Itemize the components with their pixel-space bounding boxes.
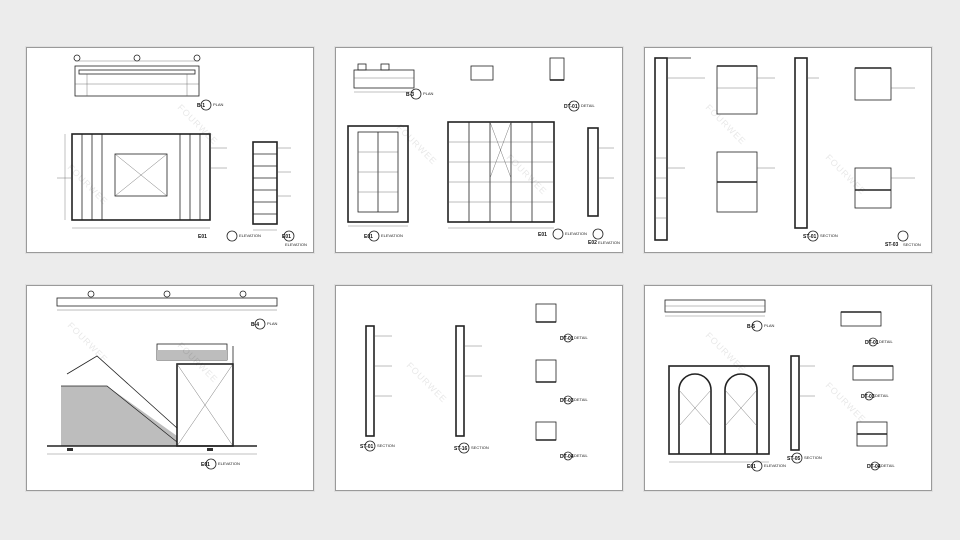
- plan-title: PLAN: [764, 323, 775, 328]
- detail-3-tag: DT-04: [867, 464, 881, 470]
- detail-tag: DT-01: [564, 104, 578, 110]
- side-elevation: [252, 141, 291, 231]
- elevation-1-tag: E01: [364, 234, 373, 240]
- elevation-left: [347, 125, 409, 227]
- detail-view: [470, 57, 565, 81]
- elevation-title: ELEVATION: [239, 233, 261, 238]
- elevation-1-title: ELEVATION: [381, 233, 403, 238]
- elevation-title: ELEVATION: [764, 463, 786, 468]
- watermark: FOURWEE: [66, 320, 110, 364]
- elevation-2-tag: E01: [538, 232, 547, 238]
- sheet-6-drawing: B-5 PLAN E01 ELEVATION ST-05 SECTION DT-…: [664, 299, 895, 472]
- watermark: FOURWEE: [395, 122, 439, 166]
- side-elevation-tag: E01: [282, 234, 291, 240]
- detail-3-title: DETAIL: [881, 463, 895, 468]
- drawing-sheet-4[interactable]: B-4 PLAN E01 ELEVATION FOURWEE FOURWEE: [26, 285, 314, 491]
- plan-view: [664, 299, 766, 317]
- arched-elevation: [668, 365, 770, 463]
- detail-2-tag: DT-03: [861, 394, 875, 400]
- section-title: SECTION: [804, 455, 822, 460]
- detail-1-tag: DT-01: [865, 340, 879, 346]
- sheet-2-drawing: B-3 PLAN DT-01 DETAIL E01 ELEVATION E01 …: [347, 57, 620, 246]
- plan-tag: B-3: [406, 92, 414, 98]
- drawing-sheet-1[interactable]: B-1 PLAN E01 ELEVATION E01 ELEVATION FOU…: [26, 47, 314, 253]
- watermark: FOURWEE: [176, 102, 220, 146]
- plan-view: [73, 54, 201, 97]
- section-1-tag: ST-01: [360, 444, 374, 450]
- detail-3-tag: DT-04: [560, 454, 574, 460]
- elevation-center: [447, 121, 555, 229]
- watermark: FOURWEE: [704, 330, 748, 374]
- section-title: SECTION: [820, 233, 838, 238]
- detail-1-title: DETAIL: [879, 339, 893, 344]
- drawing-sheet-2[interactable]: B-3 PLAN DT-01 DETAIL E01 ELEVATION E01 …: [335, 47, 623, 253]
- elevation-right: [587, 127, 614, 217]
- section-detail-a: [716, 65, 775, 213]
- plan-title: PLAN: [213, 102, 224, 107]
- drawing-sheet-5[interactable]: ST-01 SECTION ST-16 SECTION DT-01 DETAIL…: [335, 285, 623, 491]
- elevation-2-title: ELEVATION: [565, 231, 587, 236]
- watermark: FOURWEE: [824, 152, 868, 196]
- side-elevation-title: ELEVATION: [285, 242, 307, 247]
- elevation-3-title: ELEVATION: [598, 240, 620, 245]
- sheet-1-drawing: B-1 PLAN E01 ELEVATION E01 ELEVATION FOU…: [57, 54, 307, 247]
- elevation-tag: E01: [198, 234, 207, 240]
- detail-1-tag: DT-01: [560, 336, 574, 342]
- section-left: [654, 57, 705, 241]
- detail-2-tag: DT-03: [560, 398, 574, 404]
- section-2-tag: ST-16: [454, 446, 468, 452]
- plan-tag: B-5: [747, 324, 755, 330]
- detail-title: DETAIL: [581, 103, 595, 108]
- plan-tag: B-4: [251, 322, 259, 328]
- plan-tag: B-1: [197, 103, 205, 109]
- elevation-3-tag: E02: [588, 240, 597, 246]
- sheet-5-drawing: ST-01 SECTION ST-16 SECTION DT-01 DETAIL…: [360, 303, 588, 461]
- plan-title: PLAN: [267, 321, 278, 326]
- detail-2-title: DETAIL: [574, 397, 588, 402]
- section-1-title: SECTION: [377, 443, 395, 448]
- section-2-title: SECTION: [903, 242, 921, 247]
- plan-view: [56, 290, 278, 311]
- watermark: FOURWEE: [176, 340, 220, 384]
- watermark: FOURWEE: [704, 102, 748, 146]
- detail-3-title: DETAIL: [574, 453, 588, 458]
- section-right: [794, 57, 915, 229]
- detail-1-title: DETAIL: [574, 335, 588, 340]
- watermark: FOURWEE: [824, 380, 868, 424]
- detail-stack: [535, 303, 557, 441]
- plan-title: PLAN: [423, 91, 434, 96]
- sheet-3-drawing: ST-01 SECTION ST-03 SECTION FOURWEE FOUR…: [654, 57, 921, 248]
- main-elevation: [57, 133, 227, 229]
- section-1: [365, 325, 392, 437]
- elevation-tag: E01: [201, 462, 210, 468]
- section-2-tag: ST-03: [885, 242, 899, 248]
- watermark: FOURWEE: [405, 360, 449, 404]
- elevation-tag: E01: [747, 464, 756, 470]
- drawing-sheet-6[interactable]: B-5 PLAN E01 ELEVATION ST-05 SECTION DT-…: [644, 285, 932, 491]
- section-view: [790, 355, 815, 451]
- detail-2-title: DETAIL: [875, 393, 889, 398]
- section-2-title: SECTION: [471, 445, 489, 450]
- sheet-4-drawing: B-4 PLAN E01 ELEVATION FOURWEE FOURWEE: [47, 290, 278, 470]
- stair-elevation: [47, 343, 257, 455]
- section-tag: ST-01: [803, 234, 817, 240]
- elevation-title: ELEVATION: [218, 461, 240, 466]
- detail-stack: [840, 311, 894, 447]
- drawing-sheet-3[interactable]: ST-01 SECTION ST-03 SECTION FOURWEE FOUR…: [644, 47, 932, 253]
- plan-view: [353, 63, 415, 93]
- section-2: [455, 325, 482, 437]
- section-tag: ST-05: [787, 456, 801, 462]
